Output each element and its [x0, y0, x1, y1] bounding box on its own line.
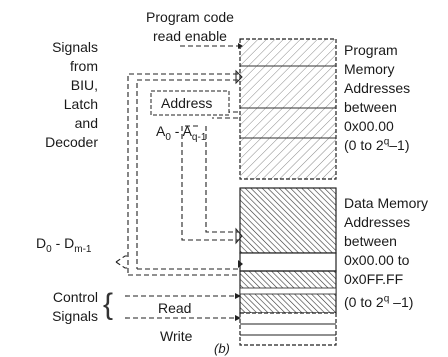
address-range-label: A0 - Aq-1: [156, 123, 207, 143]
write-arrowhead: [235, 315, 241, 321]
write-label: Write: [160, 328, 193, 344]
program-memory-block: [239, 38, 337, 180]
address-arrowhead-top: [235, 69, 243, 85]
data-memory-label: Data Memory Addresses between 0x00.00 to…: [344, 195, 429, 310]
data-memory-block: [239, 187, 337, 346]
read-arrowhead: [235, 293, 241, 299]
figure-caption: (b): [214, 341, 230, 356]
program-code-label: Program code read enable: [146, 9, 234, 44]
read-label: Read: [158, 300, 192, 316]
address-label-box: [150, 90, 230, 116]
data-bus-arrowhead: [238, 260, 243, 268]
control-signals-label: Control Signals: [52, 289, 98, 324]
control-lines: [125, 295, 236, 319]
address-label: Address: [161, 95, 213, 111]
address-bus: [127, 73, 238, 276]
program-memory-label: Program Memory Addresses between 0x00.00…: [344, 42, 411, 153]
control-brace: {: [103, 288, 114, 321]
address-inner-arrowhead: [235, 227, 243, 245]
signals-from-biu-label: Signals from BIU, Latch and Decoder: [45, 39, 98, 150]
data-bus: [115, 255, 128, 269]
read-enable-arrowhead: [238, 43, 243, 49]
data-range-label: D0 - Dm-1: [36, 235, 92, 255]
